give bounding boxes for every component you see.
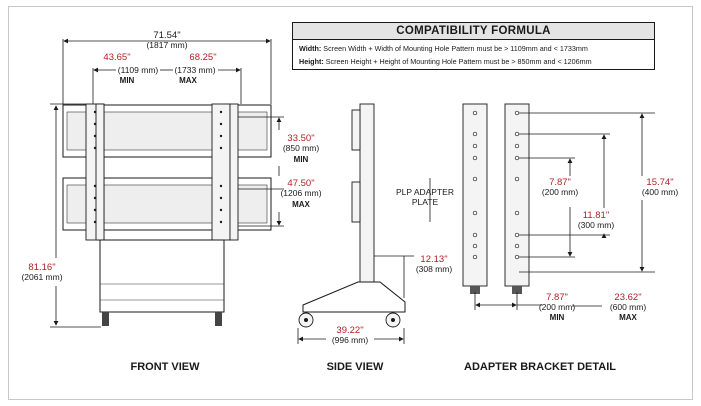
formula-width-label: Width: [299,44,322,53]
front-overall-width-in: 71.54" [153,30,180,41]
formula-width-line: Width: Screen Width + Width of Mounting … [299,44,588,53]
side-view-title: SIDE VIEW [327,361,384,373]
front-view-drawing [50,38,284,328]
post-holes [93,110,223,224]
formula-height-text: Screen Height + Height of Mounting Hole … [325,57,592,66]
bracket-min-width-mm: (200 mm) [539,302,576,312]
bracket-detail-drawing [462,103,655,310]
plp-adapter-label-1: PLP ADAPTER [396,187,454,197]
front-min-width-mm: (1109 mm) [118,65,159,75]
left-inner-post [95,103,105,241]
front-overall-width-mm: (1817 mm) [146,40,187,50]
bracket-left-foot [470,286,480,294]
bracket-max-width-in: 23.62" [614,292,641,303]
bracket-300-in: 11.81" [583,210,609,221]
compatibility-formula-box: COMPATIBILITY FORMULA Width: Screen Widt… [292,22,655,70]
bracket-400-mm: (400 mm) [642,187,679,197]
side-column [359,103,375,301]
front-overall-height-in: 81.16" [28,262,55,273]
front-left-caster [102,312,109,326]
side-upper-plate [351,109,361,151]
front-max-height-in: 47.50" [287,178,314,189]
front-max-width-in: 68.25" [189,52,216,63]
plp-adapter-label-2: PLATE [412,197,439,207]
front-min-width-in: 43.65" [103,52,130,63]
front-min-label: MIN [120,76,135,85]
side-base-in: 39.22" [336,325,363,336]
side-base-foot [302,281,406,313]
formula-width-text: Screen Width + Width of Mounting Hole Pa… [323,44,588,53]
front-min-height-in: 33.50" [287,133,314,144]
bracket-300-mm: (300 mm) [578,220,615,230]
drawing-border [8,6,693,400]
side-depth-mm: (308 mm) [416,264,453,274]
front-max-height-label: MAX [292,200,310,209]
bracket-right-foot [512,286,522,294]
bracket-max-label: MAX [619,313,637,322]
bracket-min-width-in: 7.87" [546,292,568,303]
formula-height-line: Height: Screen Height + Height of Mounti… [299,57,592,66]
formula-height-label: Height: [299,57,324,66]
side-base-mm: (996 mm) [332,335,369,345]
front-max-label: MAX [179,76,197,85]
front-max-width-mm: (1733 mm) [174,65,215,75]
front-view-title: FRONT VIEW [130,361,200,373]
side-view-drawing [297,103,431,344]
front-min-height-mm: (850 mm) [283,143,320,153]
front-max-height-mm: (1206 mm) [280,188,321,198]
bracket-holes [472,110,520,260]
side-depth-in: 12.13" [420,254,447,265]
base-cabinet [99,239,225,313]
front-min-height-label: MIN [294,155,309,164]
front-right-caster [215,312,222,326]
side-lower-plate [351,181,361,223]
bracket-detail-title: ADAPTER BRACKET DETAIL [464,361,616,373]
bracket-min-label: MIN [550,313,565,322]
front-overall-height-mm: (2061 mm) [21,272,62,282]
formula-title: COMPATIBILITY FORMULA [293,23,654,40]
bracket-400-in: 15.74" [646,177,673,188]
bracket-200-in: 7.87" [549,177,571,188]
bracket-max-width-mm: (600 mm) [610,302,647,312]
bracket-200-mm: (200 mm) [542,187,579,197]
right-inner-post [229,103,239,241]
